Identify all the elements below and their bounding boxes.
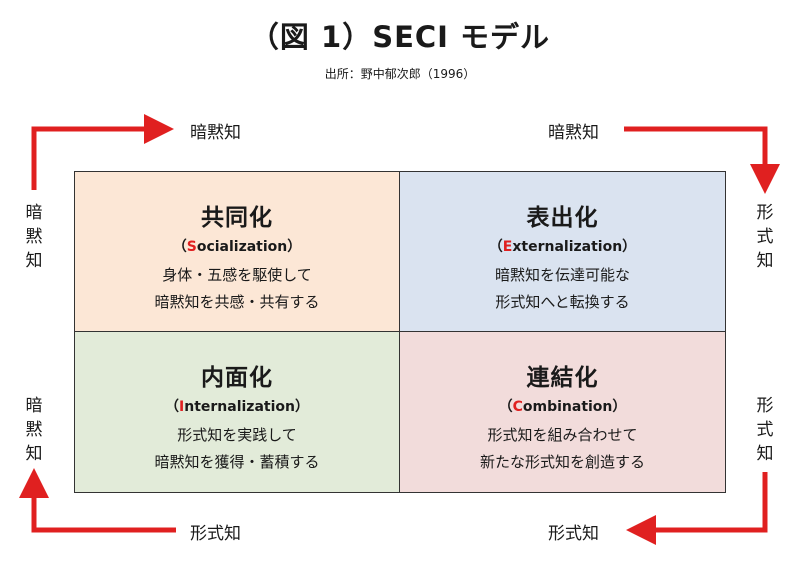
arrow-bottom-left — [19, 468, 176, 533]
cell-subtitle: （Combination） — [498, 399, 627, 415]
arrow-top-left — [31, 114, 174, 190]
page-title: （図 1）SECI モデル — [249, 20, 551, 54]
initial-letter: I — [179, 399, 185, 415]
cell-title: 内面化 — [201, 365, 273, 391]
label-right-lower: 形式知 — [756, 396, 774, 464]
cell-title: 表出化 — [526, 205, 599, 231]
cell-subtitle: （Internalization） — [165, 399, 309, 415]
initial-letter: C — [512, 399, 523, 415]
cell-socialization: 共同化 （Socialization） 身体・五感を駆使して 暗黙知を共感・共有… — [75, 172, 400, 332]
cell-title: 連結化 — [526, 365, 599, 391]
arrow-top-right — [624, 126, 780, 194]
cell-description: 形式知を組み合わせて — [487, 426, 638, 444]
cell-externalization: 表出化 （Externalization） 暗黙知を伝達可能な 形式知へと転換す… — [400, 172, 725, 332]
label-top-right: 暗黙知 — [548, 123, 599, 143]
cell-description: 新たな形式知を創造する — [479, 453, 645, 471]
label-left-upper: 暗黙知 — [25, 203, 43, 271]
label-bottom-left: 形式知 — [190, 524, 241, 544]
label-right-upper: 形式知 — [756, 203, 774, 271]
label-top-left: 暗黙知 — [190, 123, 241, 143]
cell-title: 共同化 — [201, 205, 273, 231]
label-bottom-right: 形式知 — [548, 524, 599, 544]
arrow-bottom-right — [626, 472, 768, 545]
initial-letter: S — [186, 239, 197, 255]
seci-matrix: 共同化 （Socialization） 身体・五感を駆使して 暗黙知を共感・共有… — [74, 171, 726, 493]
cell-description: 暗黙知を伝達可能な — [494, 266, 630, 284]
cell-combination: 連結化 （Combination） 形式知を組み合わせて 新たな形式知を創造する — [400, 332, 725, 492]
cell-internalization: 内面化 （Internalization） 形式知を実践して 暗黙知を獲得・蓄積… — [75, 332, 400, 492]
cell-description: 暗黙知を獲得・蓄積する — [154, 453, 320, 471]
cell-subtitle: （Externalization） — [488, 239, 637, 255]
cell-description: 形式知へと転換する — [495, 293, 630, 311]
initial-letter: E — [502, 239, 513, 255]
cell-description: 身体・五感を駆使して — [162, 266, 312, 284]
cell-description: 形式知を実践して — [177, 426, 297, 444]
cell-description: 暗黙知を共感・共有する — [154, 293, 320, 311]
label-left-lower: 暗黙知 — [25, 396, 43, 464]
cell-subtitle: （Socialization） — [172, 239, 302, 255]
source-citation: 出所：野中郁次郎（1996） — [324, 67, 476, 81]
